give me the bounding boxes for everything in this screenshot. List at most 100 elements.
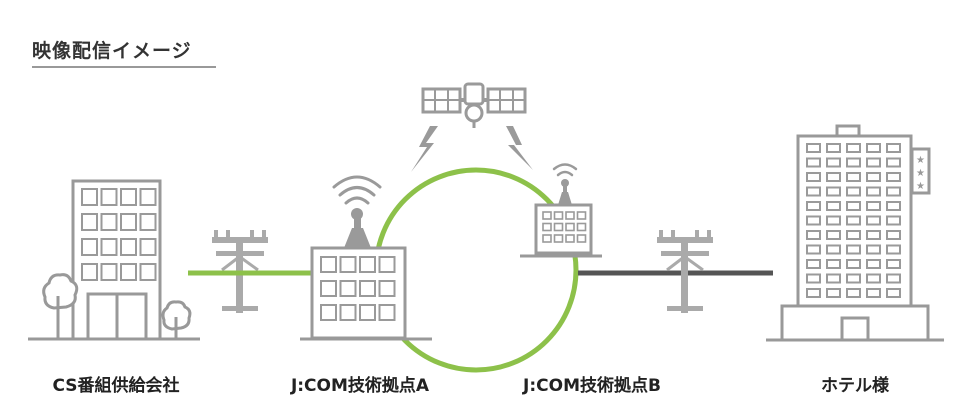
window [866, 201, 881, 211]
window [320, 256, 337, 273]
window [81, 263, 98, 281]
window [120, 213, 137, 231]
window [139, 213, 157, 231]
window [100, 188, 118, 206]
window [806, 230, 821, 240]
window [846, 273, 861, 284]
window [826, 186, 841, 197]
window [886, 259, 901, 269]
window [806, 273, 821, 284]
window [886, 201, 901, 211]
window [826, 201, 841, 211]
tree-icon [42, 273, 79, 339]
window [120, 263, 137, 281]
window [139, 238, 157, 256]
window [565, 234, 575, 243]
window [826, 273, 841, 284]
window [866, 259, 881, 269]
window [806, 143, 821, 153]
window [886, 273, 901, 284]
window [886, 244, 901, 255]
window [846, 172, 861, 182]
window [339, 280, 357, 297]
window [806, 244, 821, 255]
window [576, 234, 587, 243]
window [886, 230, 901, 240]
window [553, 222, 564, 232]
window [826, 259, 841, 269]
window [806, 259, 821, 269]
window [139, 188, 157, 206]
window [81, 213, 98, 231]
window [826, 143, 841, 153]
page-title: 映像配信イメージ [32, 40, 192, 62]
window [846, 215, 861, 226]
window [866, 273, 881, 284]
signal-icon [552, 163, 578, 177]
window [866, 288, 881, 298]
satellite-icon [421, 82, 527, 128]
window [576, 222, 587, 232]
window [320, 280, 337, 297]
window [846, 230, 861, 240]
svg-text:★: ★ [916, 181, 925, 192]
window [339, 304, 357, 321]
window [806, 186, 821, 197]
window [139, 263, 157, 281]
hotel-star-sign: ★ ★ ★ [910, 147, 931, 195]
hotel-building: ★ ★ ★ [766, 124, 944, 342]
window [866, 157, 881, 168]
svg-text:★: ★ [916, 168, 925, 179]
window [120, 238, 137, 256]
window [886, 157, 901, 168]
window [866, 143, 881, 153]
window [826, 244, 841, 255]
window [846, 201, 861, 211]
baseA-building [300, 175, 432, 341]
window [100, 213, 118, 231]
window [886, 215, 901, 226]
window [806, 215, 821, 226]
window [826, 288, 841, 298]
window [542, 211, 552, 220]
window [378, 304, 396, 321]
window [866, 230, 881, 240]
window [100, 238, 118, 256]
window [806, 172, 821, 182]
label-baseA: J:COM技術拠点A [290, 376, 430, 396]
window [339, 256, 357, 273]
cs-building [28, 179, 200, 341]
window [866, 172, 881, 182]
label-cs: CS番組供給会社 [52, 376, 180, 396]
window [826, 157, 841, 168]
signal-icon [332, 175, 382, 205]
label-baseB: J:COM技術拠点B [523, 376, 661, 396]
window [542, 234, 552, 243]
window [866, 186, 881, 197]
window [886, 143, 901, 153]
window [826, 172, 841, 182]
lightning-icon [506, 126, 533, 170]
window [886, 172, 901, 182]
window [378, 280, 396, 297]
window [846, 259, 861, 269]
window [846, 288, 861, 298]
window [886, 186, 901, 197]
title-underline [32, 66, 216, 68]
window [846, 143, 861, 153]
window [806, 288, 821, 298]
window [100, 263, 118, 281]
window [81, 188, 98, 206]
window [565, 211, 575, 220]
window [846, 186, 861, 197]
utility-pole-left [212, 230, 268, 313]
window [378, 256, 396, 273]
window [359, 256, 376, 273]
window [806, 157, 821, 168]
window [553, 234, 564, 243]
window [806, 201, 821, 211]
window [359, 280, 376, 297]
window [866, 244, 881, 255]
window [553, 211, 564, 220]
